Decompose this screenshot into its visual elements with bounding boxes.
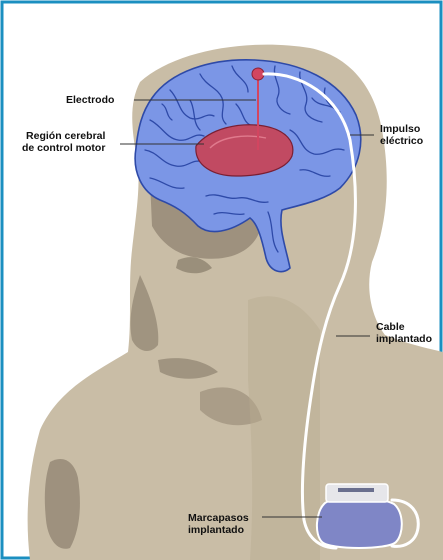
pacemaker-label: Marcapasos implantado <box>188 512 249 536</box>
neck-shadow <box>248 296 320 560</box>
cable-label-line2: implantado <box>376 333 432 345</box>
pacemaker-header <box>326 484 388 502</box>
cable-label: Cable implantado <box>376 321 432 345</box>
electrode-tip <box>252 68 264 80</box>
impulse-label: Impulso eléctrico <box>380 123 423 147</box>
pacemaker-label-line2: implantado <box>188 524 249 536</box>
electrode-label: Electrodo <box>66 94 114 106</box>
motor-region-label-line1: Región cerebral <box>22 130 105 142</box>
motor-region-label: Región cerebral de control motor <box>22 130 105 154</box>
impulse-label-line1: Impulso <box>380 123 423 135</box>
hand-shadow <box>45 459 80 549</box>
pacemaker-label-line1: Marcapasos <box>188 512 249 524</box>
pacemaker-connector <box>338 488 374 492</box>
motor-region-label-line2: de control motor <box>22 142 105 154</box>
pacemaker-body <box>317 498 402 548</box>
electrode-label-text: Electrodo <box>66 94 114 106</box>
cable-label-line1: Cable <box>376 321 432 333</box>
impulse-label-line2: eléctrico <box>380 135 423 147</box>
